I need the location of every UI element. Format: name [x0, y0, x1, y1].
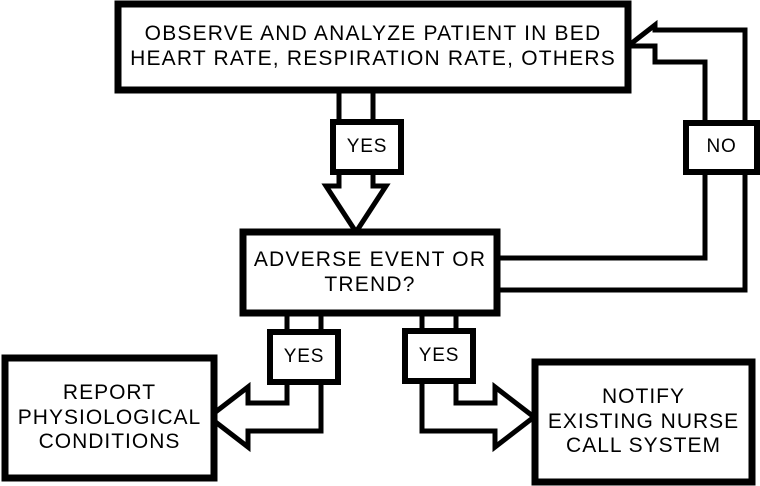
no-label-box[interactable] [683, 120, 760, 175]
observe-box[interactable] [114, 0, 632, 94]
report-box-label: REPORT PHYSIOLOGICAL CONDITIONS [17, 380, 202, 454]
yes-top-label-box[interactable] [330, 119, 404, 175]
yes-top-label: YES [346, 135, 388, 157]
notify-box-label: NOTIFY EXISTING NURSE CALL SYSTEM [547, 384, 740, 458]
yes-left-label-box[interactable] [267, 329, 341, 385]
observe-box-label: OBSERVE AND ANALYZE PATIENT IN BED HEART… [130, 22, 616, 70]
notify-box[interactable] [531, 358, 756, 486]
no-feedback-arrow [494, 19, 748, 293]
decision-box[interactable] [239, 228, 501, 317]
yes-right-label-box[interactable] [402, 328, 476, 384]
report-box[interactable] [1, 354, 218, 482]
yes-left-label: YES [283, 345, 325, 367]
no-label: NO [706, 136, 737, 158]
yes-right-label: YES [418, 344, 460, 366]
decision-box-label: ADVERSE EVENT OR TREND? [253, 247, 487, 296]
